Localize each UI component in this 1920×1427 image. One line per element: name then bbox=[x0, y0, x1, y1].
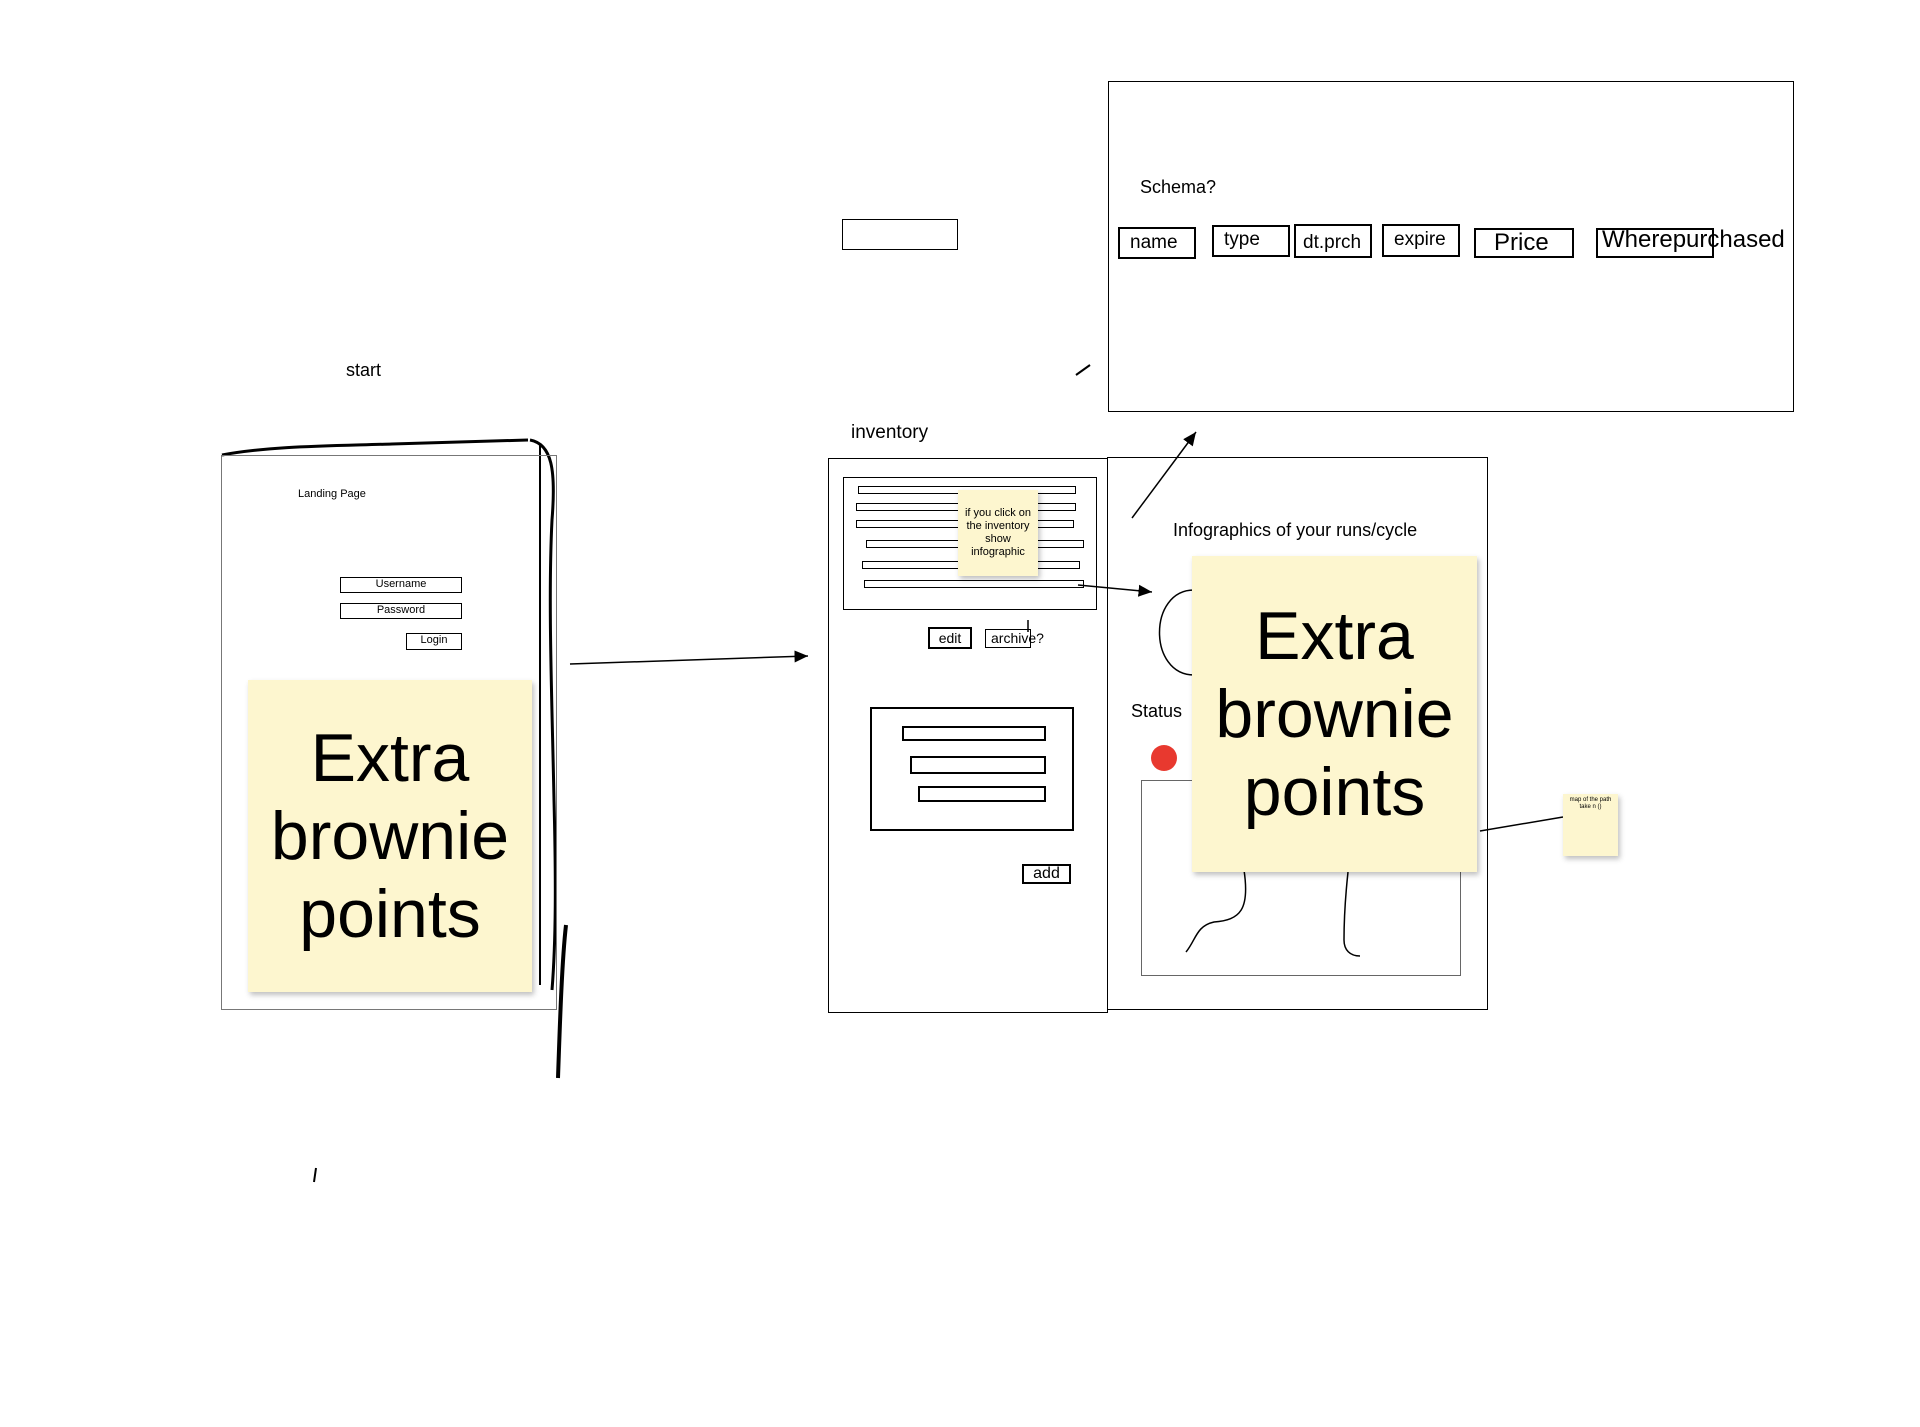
landing-right-stroke bbox=[529, 438, 557, 991]
sticky-note-extra-brownie-right: Extra brownie points bbox=[1192, 556, 1477, 872]
schema-title: Schema? bbox=[1140, 177, 1217, 197]
infographics-frame bbox=[1107, 457, 1488, 1010]
landing-page-frame bbox=[221, 455, 557, 1010]
add-button[interactable]: add bbox=[1022, 864, 1071, 884]
arrow-inventory-to-infographic bbox=[1077, 584, 1153, 597]
stray-mark-2 bbox=[1075, 364, 1091, 376]
schema-field-type: type bbox=[1212, 225, 1290, 257]
login-button[interactable]: Login bbox=[406, 633, 462, 650]
schema-field-where: Wherepurchased bbox=[1602, 226, 1785, 253]
stray-mark-1 bbox=[313, 1167, 317, 1183]
empty-box bbox=[842, 219, 958, 250]
archive-button[interactable] bbox=[985, 629, 1031, 648]
map-path-2 bbox=[1343, 871, 1361, 957]
infographic-circle bbox=[1158, 589, 1195, 676]
schema-field-name: name bbox=[1118, 227, 1196, 259]
arrow-landing-to-inventory bbox=[569, 650, 809, 665]
sticky-note-inventory: if you click on the inventory show infog… bbox=[958, 490, 1038, 576]
status-dot bbox=[1151, 745, 1177, 771]
landing-page-title: Landing Page bbox=[298, 488, 366, 500]
schema-field-box-where bbox=[1596, 228, 1714, 258]
inventory-row[interactable] bbox=[864, 580, 1084, 588]
add-form-field[interactable] bbox=[902, 726, 1046, 741]
connector-to-map-note bbox=[1479, 816, 1564, 832]
map-path-1 bbox=[1185, 869, 1247, 953]
schema-frame bbox=[1108, 81, 1794, 412]
schema-field-price: Price bbox=[1474, 228, 1574, 258]
add-form-field[interactable] bbox=[918, 786, 1046, 802]
infographics-title: Infographics of your runs/cycle bbox=[1173, 520, 1418, 540]
sticky-note-extra-brownie-left: Extra brownie points bbox=[248, 680, 532, 992]
archive-label: archive? bbox=[991, 630, 1044, 646]
sticky-note-map: map of the path take n () bbox=[1563, 794, 1618, 856]
schema-field-dt-prch: dt.prch bbox=[1294, 224, 1372, 258]
status-label: Status bbox=[1131, 701, 1183, 721]
edit-button[interactable]: edit bbox=[928, 627, 972, 649]
username-field[interactable]: Username bbox=[340, 577, 462, 593]
inventory-list bbox=[843, 477, 1097, 610]
start-label: start bbox=[346, 360, 382, 380]
add-form-field[interactable] bbox=[910, 756, 1046, 774]
add-form bbox=[870, 707, 1074, 831]
password-field[interactable]: Password bbox=[340, 603, 462, 619]
schema-field-expire: expire bbox=[1382, 224, 1460, 257]
landing-right-stroke-low bbox=[556, 924, 568, 1079]
arrow-infographic-to-schema bbox=[1131, 431, 1197, 519]
landing-top-stroke bbox=[221, 438, 529, 457]
inventory-label: inventory bbox=[851, 422, 929, 443]
